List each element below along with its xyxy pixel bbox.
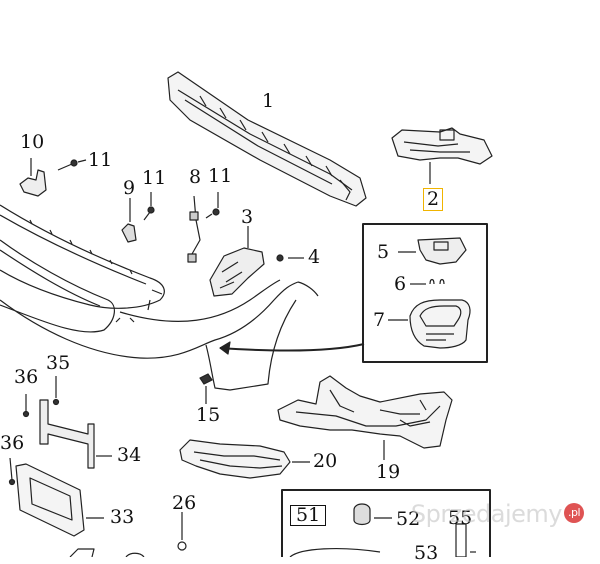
part-19-bracket [277, 375, 453, 460]
callout-52: 52 [396, 508, 421, 530]
part-10-bracket [19, 158, 47, 197]
callout-20: 20 [313, 450, 338, 472]
callout-8: 8 [189, 166, 202, 188]
callout-5: 5 [377, 241, 390, 263]
watermark: Sprzedajemy.pl [411, 500, 584, 528]
part-36-screw-a [22, 394, 30, 418]
callout-36-a: 36 [14, 366, 39, 388]
callout-34: 34 [117, 444, 142, 466]
callout-15: 15 [196, 404, 221, 426]
callout-19: 19 [376, 461, 401, 483]
callout-1: 1 [262, 90, 275, 112]
part-35-screw [52, 376, 60, 406]
part-4-clip [276, 254, 304, 262]
bumper-cover [0, 204, 319, 391]
callout-4: 4 [308, 246, 321, 268]
callout-11-a: 11 [88, 149, 113, 171]
part-11-screw-b [143, 192, 155, 221]
callout-3: 3 [241, 206, 254, 228]
callout-9: 9 [123, 177, 136, 199]
callout-55: 55 [448, 507, 473, 529]
detail-inset-box [219, 223, 488, 363]
detail-box-51 [281, 489, 491, 557]
part-26-pin [177, 512, 187, 551]
callout-53: 53 [414, 542, 439, 564]
part-3-bracket [209, 226, 265, 297]
part-11-screw-c [205, 192, 220, 219]
part-34-frame [39, 399, 112, 469]
watermark-badge: .pl [564, 503, 584, 523]
callout-7: 7 [373, 309, 386, 331]
callout-26: 26 [172, 492, 197, 514]
callout-36-b: 36 [0, 432, 25, 454]
part-9-clip [121, 198, 137, 243]
callout-10: 10 [20, 131, 45, 153]
part-8-harness [187, 195, 201, 263]
callout-35: 35 [46, 352, 71, 374]
callout-33: 33 [110, 506, 135, 528]
callout-11-c: 11 [208, 165, 233, 187]
callout-2-highlighted: 2 [423, 188, 444, 211]
part-20-bezel [179, 439, 310, 479]
part-15-clip [199, 373, 213, 404]
part-11-screw-a [57, 159, 87, 171]
part-2-bracket [391, 127, 493, 184]
watermark-text: Sprzedajemy [410, 500, 563, 528]
part-36-screw-b [8, 457, 16, 486]
callout-51: 51 [290, 505, 327, 526]
callout-11-b: 11 [142, 167, 167, 189]
callout-6: 6 [394, 273, 407, 295]
part-33-license-plate-holder [15, 463, 104, 537]
part-1-reinforcement-beam [167, 71, 367, 207]
